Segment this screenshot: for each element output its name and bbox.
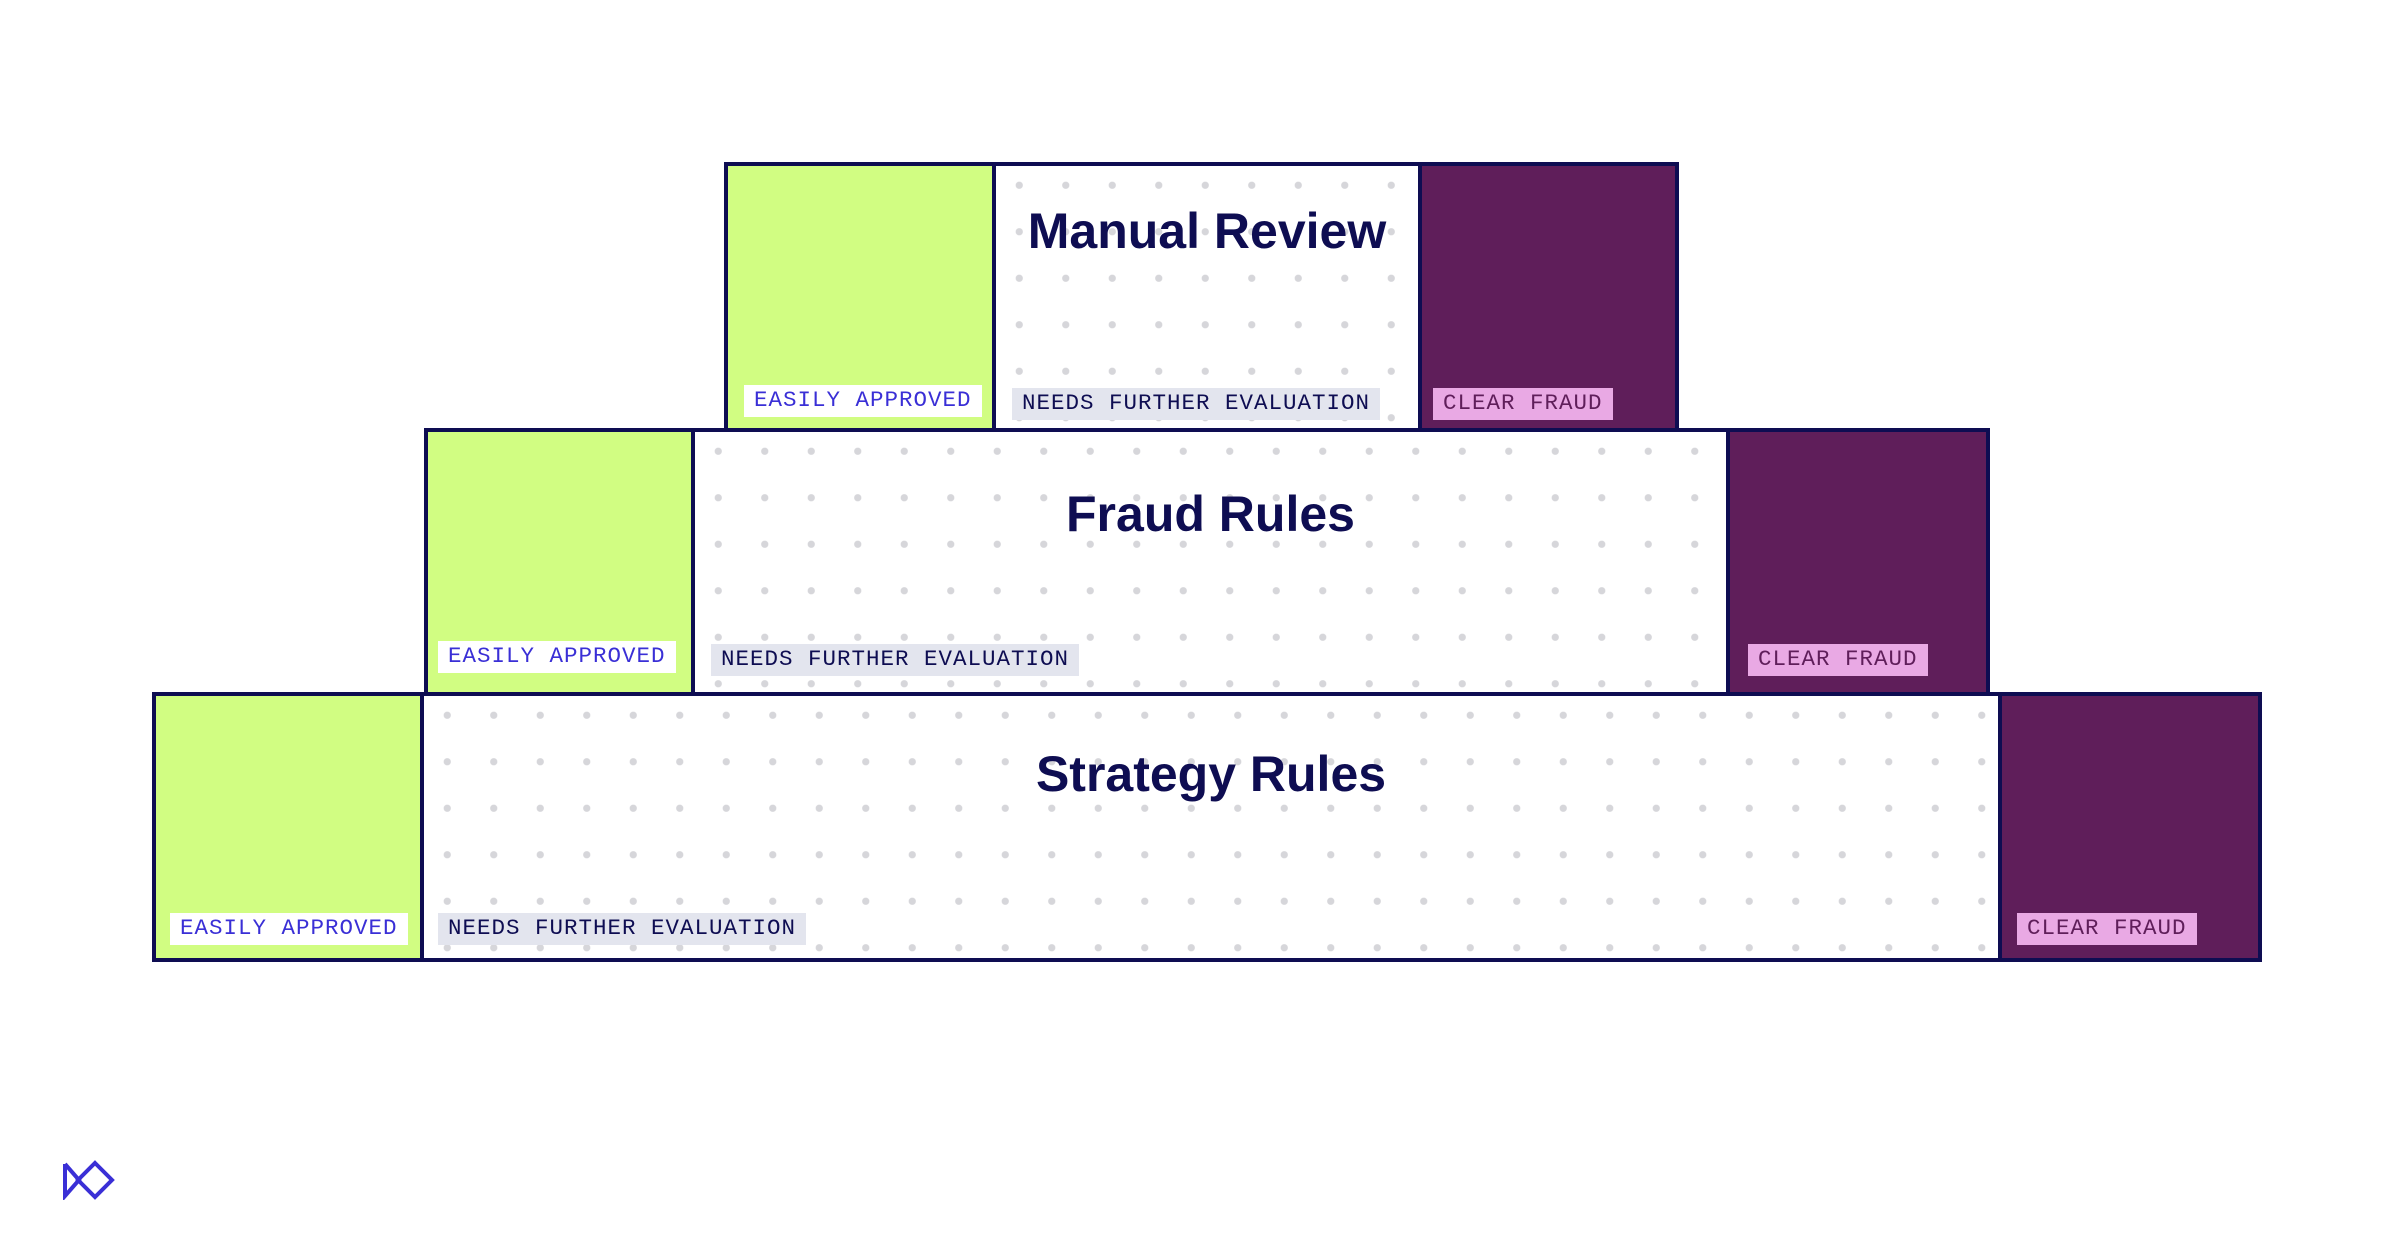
clear-fraud-tag: CLEAR FRAUD [2017,913,2197,945]
needs-evaluation-segment: Strategy Rules NEEDS FURTHER EVALUATION [424,696,1998,958]
tier-title: Fraud Rules [1066,486,1355,542]
brand-logo-icon [63,1160,115,1200]
needs-evaluation-tag: NEEDS FURTHER EVALUATION [438,913,807,945]
easily-approved-segment: EASILY APPROVED [156,696,424,958]
needs-evaluation-segment: Fraud Rules NEEDS FURTHER EVALUATION [695,432,1726,692]
tier-strategy-rules: EASILY APPROVED Strategy Rules NEEDS FUR… [152,692,2262,962]
needs-evaluation-tag: NEEDS FURTHER EVALUATION [711,644,1080,676]
easily-approved-tag: EASILY APPROVED [438,641,676,673]
easily-approved-segment: EASILY APPROVED [428,432,695,692]
clear-fraud-segment: CLEAR FRAUD [1726,432,1986,692]
easily-approved-tag: EASILY APPROVED [170,913,408,945]
needs-evaluation-segment: Manual Review NEEDS FURTHER EVALUATION [996,166,1418,428]
easily-approved-tag: EASILY APPROVED [744,385,982,417]
clear-fraud-segment: CLEAR FRAUD [1998,696,2258,958]
easily-approved-segment: EASILY APPROVED [728,166,996,428]
clear-fraud-segment: CLEAR FRAUD [1418,166,1675,428]
clear-fraud-tag: CLEAR FRAUD [1433,388,1613,420]
clear-fraud-tag: CLEAR FRAUD [1748,644,1928,676]
needs-evaluation-tag: NEEDS FURTHER EVALUATION [1012,388,1381,420]
tier-manual-review: EASILY APPROVED Manual Review NEEDS FURT… [724,162,1679,432]
tier-title: Strategy Rules [1035,746,1387,802]
tier-title: Manual Review [1027,203,1387,259]
tier-fraud-rules: EASILY APPROVED Fraud Rules NEEDS FURTHE… [424,428,1990,696]
